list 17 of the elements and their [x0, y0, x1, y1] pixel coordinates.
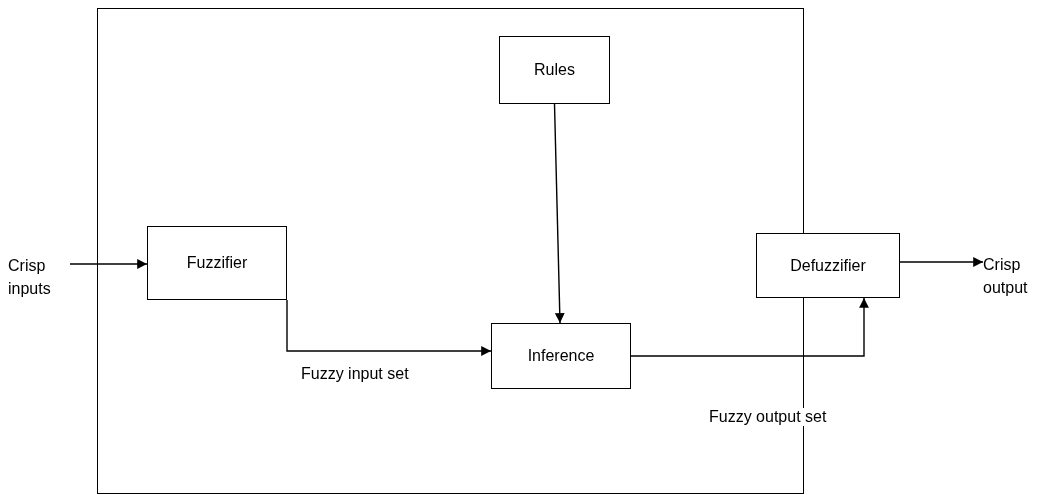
box-label: Fuzzifier [186, 254, 248, 272]
io-text: Crisp output [983, 254, 1029, 298]
box-label: Rules [534, 61, 575, 79]
box-label: Inference [527, 347, 595, 365]
arrow [69, 259, 148, 269]
process-box [756, 233, 900, 298]
io-text: Crisp inputs [8, 255, 52, 299]
process-box [499, 36, 610, 104]
box-label: Defuzzifier [790, 256, 866, 275]
arrow [286, 299, 492, 356]
arrow [630, 297, 869, 357]
arrow [899, 257, 984, 267]
process-box [491, 323, 631, 389]
arrow [553, 103, 565, 324]
process-box [147, 226, 287, 300]
edge-label: Fuzzy input set [301, 365, 409, 383]
edge-label: Fuzzy output set [709, 408, 827, 426]
